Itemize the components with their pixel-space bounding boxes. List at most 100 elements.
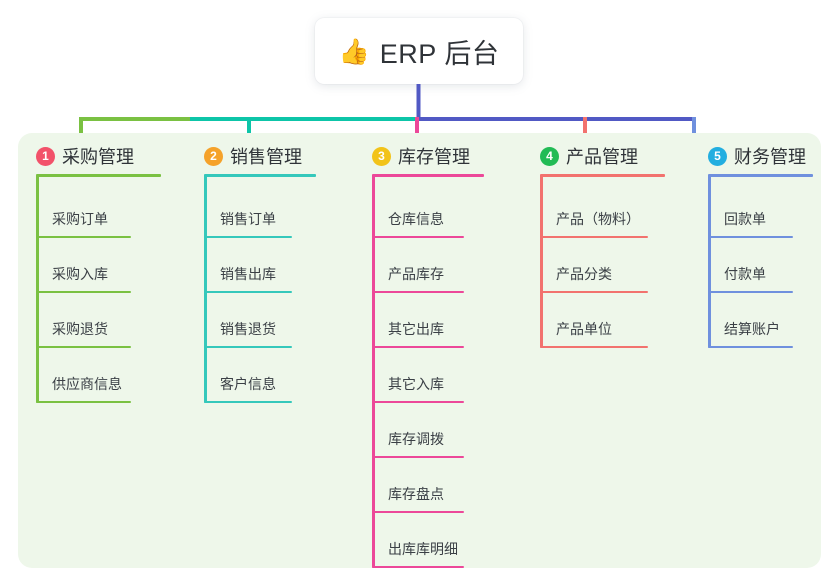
leaf-node[interactable]: 采购退货 [36, 293, 131, 348]
leaf-label: 采购入库 [52, 266, 108, 282]
column-库存管理: 3 库存管理仓库信息产品库存其它出库其它入库库存调拨库存盘点出库库明细 [354, 133, 514, 568]
content-panel [18, 133, 821, 568]
leaf-node[interactable]: 其它出库 [372, 293, 464, 348]
thumbs-up-icon: 👍 [338, 37, 370, 66]
leaf-rule [372, 456, 464, 458]
leaf-rule [372, 511, 464, 513]
bus-segment-green [79, 117, 192, 121]
leaf-rule [708, 346, 793, 348]
leaf-node[interactable]: 仓库信息 [372, 183, 464, 238]
leaf-label: 付款单 [724, 266, 766, 282]
leaf-node[interactable]: 销售出库 [204, 238, 292, 293]
leaf-rule [36, 346, 131, 348]
leaf-node[interactable]: 客户信息 [204, 348, 292, 403]
column-header-rule [36, 174, 161, 177]
column-index-badge: 1 [36, 146, 55, 166]
leaf-rule [372, 291, 464, 293]
column-header-rule [372, 174, 484, 177]
column-title: 财务管理 [734, 147, 806, 167]
leaf-rule [204, 236, 292, 238]
column-index-badge: 2 [204, 146, 223, 166]
column-header[interactable]: 3 库存管理 [372, 143, 470, 169]
leaf-label: 库存盘点 [388, 486, 444, 502]
leaf-label: 客户信息 [220, 376, 276, 392]
column-header[interactable]: 5 财务管理 [708, 143, 806, 169]
leaf-label: 产品库存 [388, 266, 444, 282]
column-采购管理: 1 采购管理采购订单采购入库采购退货供应商信息 [18, 133, 178, 568]
leaf-rule [540, 346, 648, 348]
leaf-node[interactable]: 供应商信息 [36, 348, 131, 403]
leaf-label: 结算账户 [724, 321, 780, 337]
leaf-label: 销售退货 [220, 321, 276, 337]
leaf-label: 其它入库 [388, 376, 444, 392]
root-node-card[interactable]: 👍 ERP 后台 [315, 18, 523, 84]
column-title: 采购管理 [62, 147, 134, 167]
leaf-rule [36, 236, 131, 238]
leaf-rule [36, 291, 131, 293]
leaf-label: 产品单位 [556, 321, 612, 337]
leaf-node[interactable]: 销售退货 [204, 293, 292, 348]
column-spine [372, 175, 375, 568]
column-title: 销售管理 [230, 147, 302, 167]
bus-segment-teal [190, 117, 418, 121]
leaf-rule [204, 401, 292, 403]
leaf-rule [372, 346, 464, 348]
leaf-rule [540, 291, 648, 293]
leaf-node[interactable]: 结算账户 [708, 293, 793, 348]
leaf-rule [540, 236, 648, 238]
leaf-node[interactable]: 其它入库 [372, 348, 464, 403]
column-header-rule [540, 174, 665, 177]
root-trunk-line [416, 84, 421, 117]
column-产品管理: 4 产品管理产品（物料） 产品分类产品单位 [522, 133, 682, 568]
leaf-label: 仓库信息 [388, 211, 444, 227]
leaf-label: 产品分类 [556, 266, 612, 282]
leaf-rule [372, 401, 464, 403]
column-title: 库存管理 [398, 147, 470, 167]
leaf-node[interactable]: 出库库明细 [372, 513, 464, 568]
leaf-node[interactable]: 回款单 [708, 183, 793, 238]
column-spine [36, 175, 39, 403]
column-spine [708, 175, 711, 348]
column-index-badge: 5 [708, 146, 727, 166]
leaf-rule [372, 236, 464, 238]
column-header-rule [204, 174, 316, 177]
leaf-node[interactable]: 产品库存 [372, 238, 464, 293]
leaf-rule [708, 291, 793, 293]
leaf-label: 回款单 [724, 211, 766, 227]
column-spine [204, 175, 207, 403]
column-销售管理: 2 销售管理销售订单销售出库销售退货客户信息 [186, 133, 346, 568]
column-title: 产品管理 [566, 147, 638, 167]
leaf-label: 采购退货 [52, 321, 108, 337]
leaf-node[interactable]: 产品分类 [540, 238, 648, 293]
leaf-label: 采购订单 [52, 211, 108, 227]
leaf-rule [204, 291, 292, 293]
leaf-node[interactable]: 库存调拨 [372, 403, 464, 458]
leaf-node[interactable]: 销售订单 [204, 183, 292, 238]
leaf-node[interactable]: 付款单 [708, 238, 793, 293]
leaf-rule [708, 236, 793, 238]
leaf-node[interactable]: 库存盘点 [372, 458, 464, 513]
bus-segment-indigo [416, 117, 696, 121]
leaf-rule [36, 401, 131, 403]
leaf-node[interactable]: 采购入库 [36, 238, 131, 293]
leaf-node[interactable]: 产品（物料） [540, 183, 648, 238]
column-财务管理: 5 财务管理回款单付款单结算账户 [690, 133, 839, 568]
leaf-label: 销售出库 [220, 266, 276, 282]
column-spine [540, 175, 543, 348]
column-index-badge: 4 [540, 146, 559, 166]
leaf-label: 产品（物料） [556, 211, 640, 227]
leaf-label: 其它出库 [388, 321, 444, 337]
column-container: 1 采购管理采购订单采购入库采购退货供应商信息 2 销售管理销售订单销售出库销售退货客… [18, 133, 821, 568]
leaf-node[interactable]: 产品单位 [540, 293, 648, 348]
column-header[interactable]: 1 采购管理 [36, 143, 134, 169]
column-header-rule [708, 174, 813, 177]
leaf-node[interactable]: 采购订单 [36, 183, 131, 238]
leaf-rule [204, 346, 292, 348]
leaf-label: 销售订单 [220, 211, 276, 227]
column-header[interactable]: 4 产品管理 [540, 143, 638, 169]
column-index-badge: 3 [372, 146, 391, 166]
column-header[interactable]: 2 销售管理 [204, 143, 302, 169]
leaf-rule [372, 566, 464, 568]
leaf-label: 出库库明细 [388, 541, 458, 557]
